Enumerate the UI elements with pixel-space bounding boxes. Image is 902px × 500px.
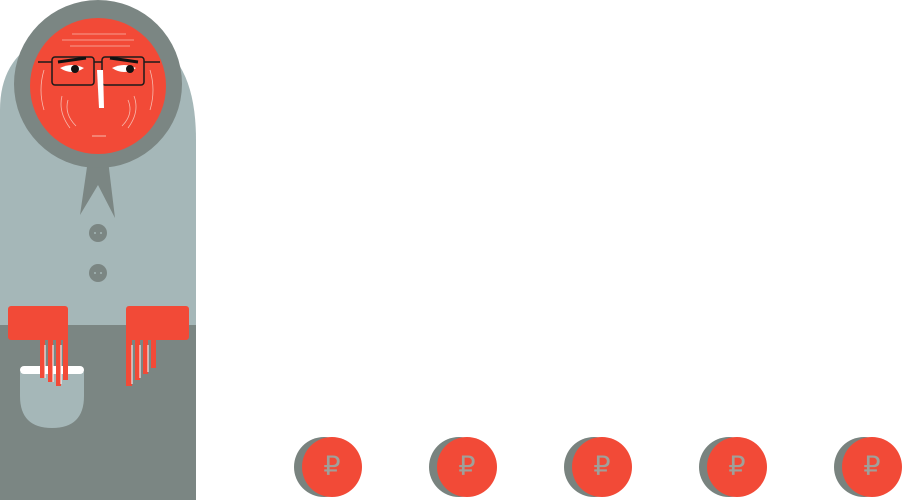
ruble-coin-icon xyxy=(699,437,767,497)
coat-button xyxy=(89,224,107,242)
coat-pocket xyxy=(20,372,84,428)
scarf-knot xyxy=(80,160,115,218)
ruble-coin-icon xyxy=(564,437,632,497)
left-fingers xyxy=(44,345,62,384)
coat-button xyxy=(89,264,107,282)
right-hand xyxy=(126,306,189,386)
forehead-wrinkles xyxy=(62,33,134,47)
nose xyxy=(97,70,104,108)
ruble-coin-5: ₽ xyxy=(834,437,902,497)
ruble-coin-3: ₽ xyxy=(564,437,632,497)
grandmother-icon xyxy=(0,0,196,500)
glasses-icon xyxy=(38,56,160,86)
ruble-coin-4: ₽ xyxy=(699,437,767,497)
cheek-wrinkles xyxy=(40,69,154,129)
ruble-coin-2: ₽ xyxy=(429,437,497,497)
right-fingers xyxy=(131,345,149,384)
ruble-coin-icon xyxy=(294,437,362,497)
left-hand xyxy=(8,306,68,386)
ruble-coin-icon xyxy=(429,437,497,497)
ruble-coin-icon xyxy=(834,437,902,497)
ruble-coin-1: ₽ xyxy=(294,437,362,497)
